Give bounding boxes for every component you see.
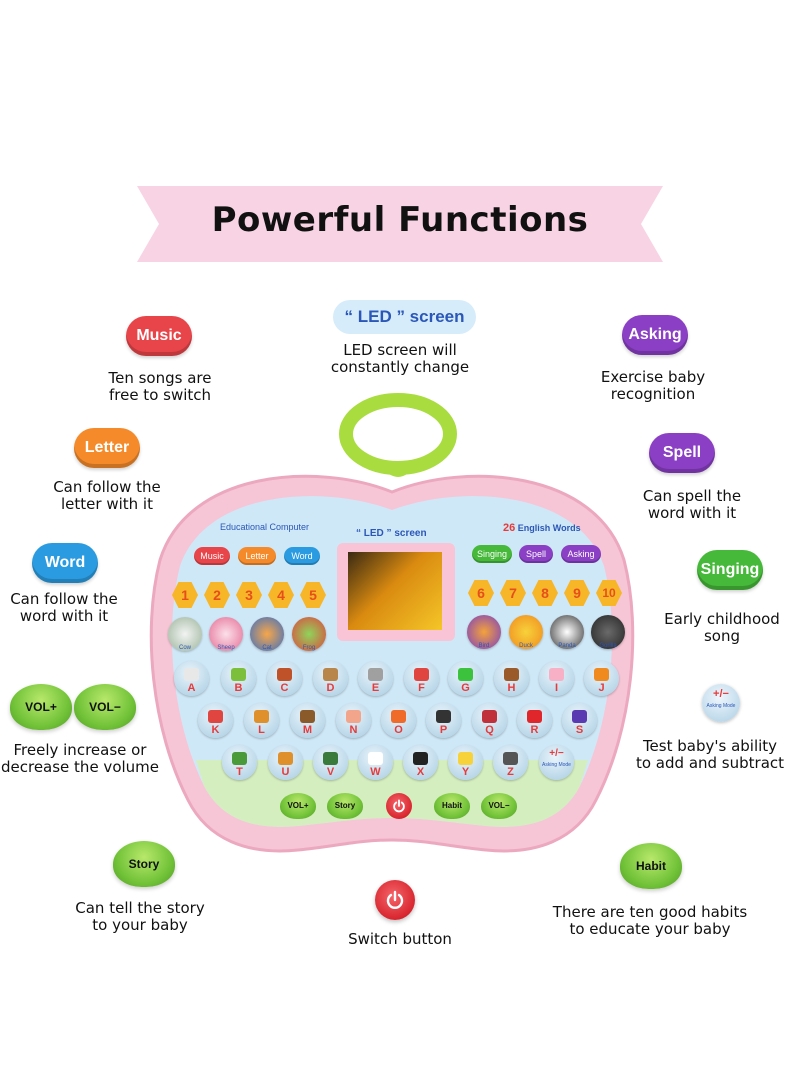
- letter-key-w: W: [358, 745, 393, 780]
- letter-key-a: A: [174, 661, 209, 696]
- device-screen-label: “ LED ” screen: [356, 528, 427, 539]
- power-description: Switch button: [348, 930, 452, 948]
- animal-key-cow: [168, 617, 202, 651]
- letter-key-y: Y: [448, 745, 483, 780]
- led-screen-frame: [337, 543, 455, 641]
- letter-key-l: L: [244, 703, 279, 738]
- letter-key-x: X: [403, 745, 438, 780]
- letter-key-t: T: [222, 745, 257, 780]
- letter-button: Letter: [74, 428, 140, 468]
- letter-key-s: S: [562, 703, 597, 738]
- math-key: +/− Asking Mode: [539, 745, 574, 780]
- asking-button: Asking: [622, 315, 688, 355]
- animal-label: Sheep: [217, 645, 235, 651]
- letter-key-b: B: [221, 661, 256, 696]
- number-key: 4: [268, 582, 294, 608]
- letter-key-f: F: [404, 661, 439, 696]
- letter-key-c: C: [267, 661, 302, 696]
- music-button: Music: [126, 316, 192, 356]
- device-letter-button: Letter: [238, 547, 276, 565]
- animal-key-bird: [467, 615, 501, 649]
- device-music-button: Music: [194, 547, 230, 565]
- animal-key-cat: [250, 617, 284, 651]
- animal-label: Frog: [302, 645, 316, 651]
- device-asking-button: Asking: [561, 545, 601, 563]
- number-key: 6: [468, 580, 494, 606]
- animal-label: Bird: [478, 643, 490, 649]
- animal-key-sheep: [209, 617, 243, 651]
- letter-key-p: P: [426, 703, 461, 738]
- letter-key-j: J: [584, 661, 619, 696]
- animal-label: Duck: [519, 643, 533, 649]
- device-vol-up-button: VOL+: [280, 793, 316, 819]
- device-handle: [339, 393, 457, 477]
- letter-key-n: N: [336, 703, 371, 738]
- letter-key-h: H: [494, 661, 529, 696]
- banner-ribbon: [137, 186, 663, 262]
- habit-button: Habit: [620, 843, 682, 889]
- letter-key-d: D: [313, 661, 348, 696]
- device-spell-button: Spell: [519, 545, 553, 563]
- spell-button: Spell: [649, 433, 715, 473]
- power-icon: [386, 890, 404, 909]
- device-power-button: [386, 793, 412, 819]
- device-brand: Educational Computer: [220, 522, 310, 532]
- device-habit-button: Habit: [434, 793, 470, 819]
- letter-key-z: Z: [493, 745, 528, 780]
- singing-button: Singing: [697, 550, 763, 590]
- device-vol-down-button: VOL−: [481, 793, 517, 819]
- number-key: 5: [300, 582, 326, 608]
- letter-key-m: M: [290, 703, 325, 738]
- letter-key-u: U: [268, 745, 303, 780]
- animal-label: Panda: [558, 643, 576, 649]
- animal-key-frog: [292, 617, 326, 651]
- power-icon: [393, 799, 405, 813]
- led-screen: [348, 552, 442, 630]
- letter-key-o: O: [381, 703, 416, 738]
- power-button: [375, 880, 415, 920]
- letter-key-v: V: [313, 745, 348, 780]
- animal-label: Cat: [262, 645, 272, 651]
- letter-key-k: K: [198, 703, 233, 738]
- device-story-button: Story: [327, 793, 363, 819]
- letter-key-r: R: [517, 703, 552, 738]
- animal-label: Cow: [178, 645, 191, 651]
- animal-key-duck: [509, 615, 543, 649]
- animal-label: Gorilla: [599, 643, 617, 649]
- vol-up-button: VOL+: [10, 684, 72, 730]
- device-singing-button: Singing: [472, 545, 512, 563]
- vol-down-button: VOL−: [74, 684, 136, 730]
- device-words-label: 26 English Words: [503, 522, 581, 534]
- letter-key-g: G: [448, 661, 483, 696]
- math-mode-button: +/− Asking Mode: [702, 684, 740, 722]
- animal-key-gorilla: [591, 615, 625, 649]
- story-button: Story: [113, 841, 175, 887]
- banner-title: Powerful Functions: [211, 200, 589, 240]
- animal-key-panda: [550, 615, 584, 649]
- letter-key-e: E: [358, 661, 393, 696]
- device-word-button: Word: [284, 547, 320, 565]
- letter-key-q: Q: [472, 703, 507, 738]
- word-button: Word: [32, 543, 98, 583]
- led-screen-label: “ LED ” screen: [333, 300, 476, 334]
- letter-key-i: I: [539, 661, 574, 696]
